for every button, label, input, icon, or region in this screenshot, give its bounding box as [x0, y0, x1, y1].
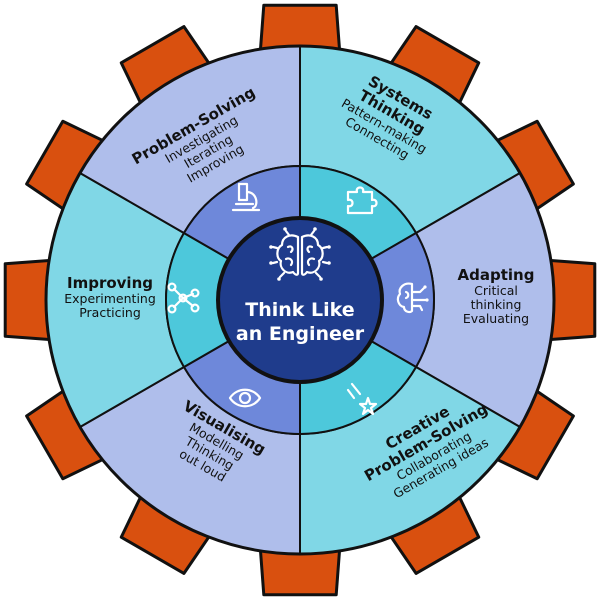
segment-title: Improving [67, 274, 153, 292]
inner-ring [165, 164, 435, 436]
brain-branches-icon [396, 282, 429, 314]
puzzle-icon [346, 186, 378, 215]
segment-title: Adapting [458, 266, 535, 284]
eye-icon [228, 388, 262, 408]
microscope-icon [231, 182, 261, 212]
brain-icon [269, 227, 331, 281]
center-circle [216, 216, 384, 384]
segment-subtitle: Practicing [79, 305, 141, 320]
segment-subtitle: thinking [471, 297, 522, 312]
segment-subtitle: Critical [474, 283, 518, 298]
segment-subtitle: Experimenting [64, 291, 156, 306]
network-icon [167, 282, 200, 314]
center-hub: Think Like an Engineer [216, 216, 384, 384]
center-title-line-1: Think Like [245, 299, 354, 321]
gear-outline [44, 44, 556, 556]
segment-icons [167, 182, 429, 416]
center-title-line-2: an Engineer [236, 323, 365, 345]
shooting-star-icon [346, 382, 378, 416]
segment-subtitle: Evaluating [463, 311, 529, 326]
